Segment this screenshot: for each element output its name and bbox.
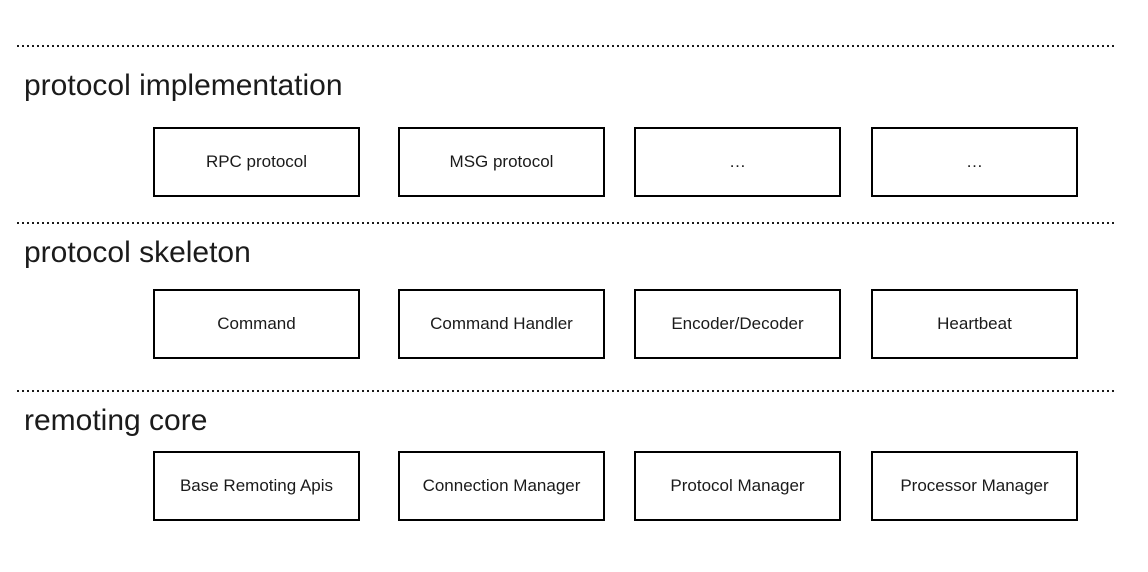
component-box-encoder-decoder: Encoder/Decoder [634, 289, 841, 359]
component-box-ellipsis-2: … [871, 127, 1078, 197]
component-box-msg-protocol: MSG protocol [398, 127, 605, 197]
component-box-connection-manager: Connection Manager [398, 451, 605, 521]
layer-title-remoting-core: remoting core [24, 404, 208, 437]
component-box-command: Command [153, 289, 360, 359]
layer-divider-top-protocol-implementation [17, 45, 1115, 47]
component-box-rpc-protocol: RPC protocol [153, 127, 360, 197]
layer-divider-top-remoting-core [17, 390, 1115, 392]
component-box-command-handler: Command Handler [398, 289, 605, 359]
component-box-heartbeat: Heartbeat [871, 289, 1078, 359]
component-box-base-remoting-apis: Base Remoting Apis [153, 451, 360, 521]
component-box-ellipsis-1: … [634, 127, 841, 197]
layer-title-protocol-skeleton: protocol skeleton [24, 236, 251, 269]
layer-divider-top-protocol-skeleton [17, 222, 1115, 224]
component-box-protocol-manager: Protocol Manager [634, 451, 841, 521]
layer-title-protocol-implementation: protocol implementation [24, 69, 343, 102]
component-box-processor-manager: Processor Manager [871, 451, 1078, 521]
